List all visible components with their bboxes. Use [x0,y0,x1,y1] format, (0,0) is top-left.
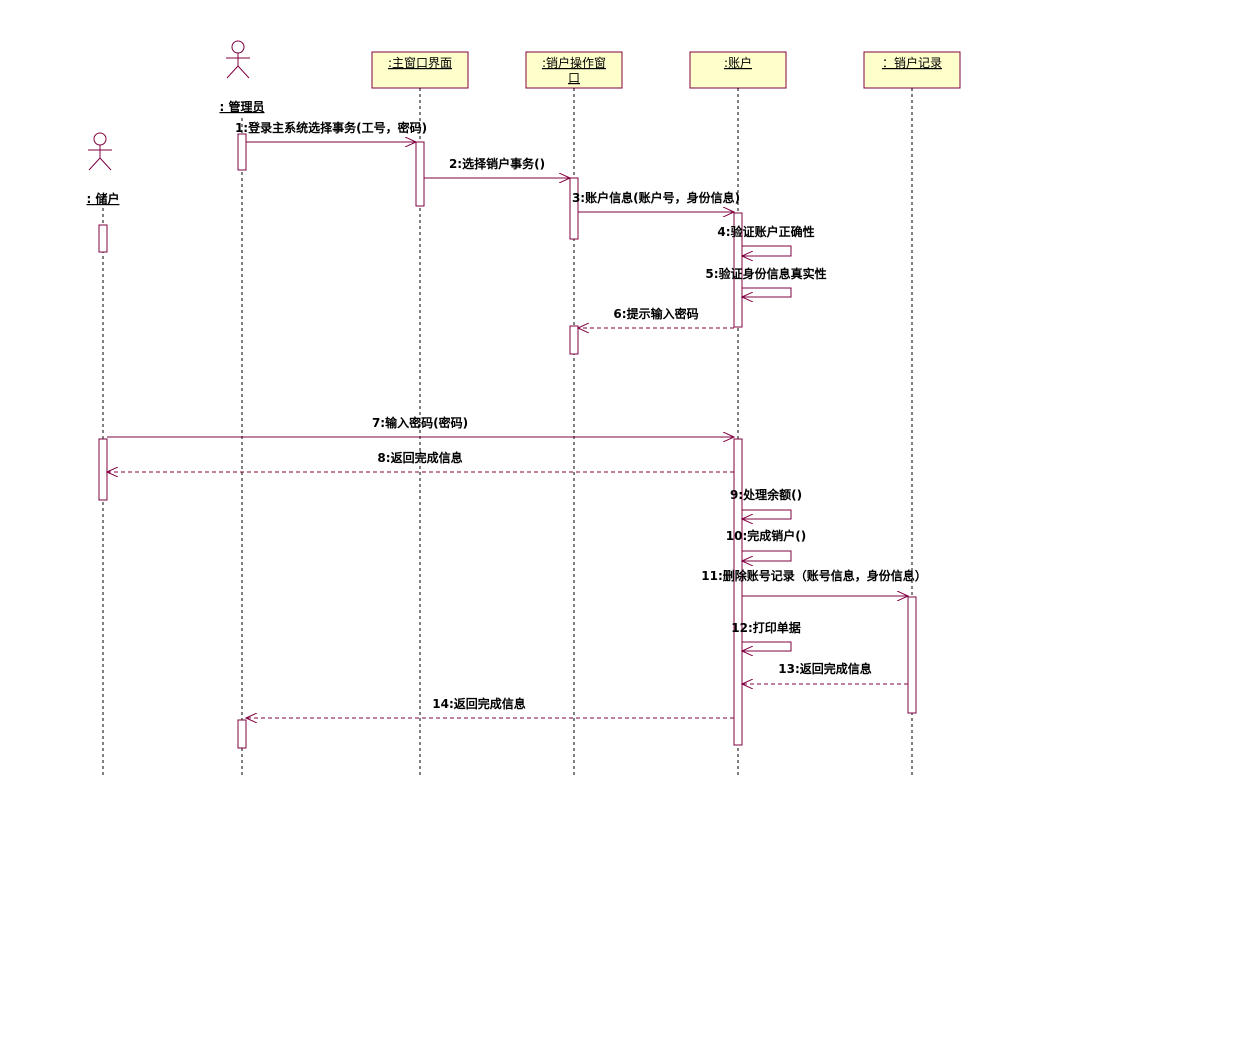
activation-admin-2 [237,719,247,749]
activation-account-2 [733,438,743,746]
message-4-arrow[interactable] [742,245,792,256]
activation-depositor-1 [98,224,108,253]
object-close-record-label: ：销户记录 [882,55,942,70]
actor-admin[interactable]: : 管理员 [220,40,265,114]
message-1-label: 1:登录主系统选择事务(工号，密码) [235,120,427,135]
stick-figure-icon [226,40,250,79]
activation-depositor-2 [98,438,108,501]
message-10-label: 10:完成销户() [726,528,806,543]
object-main-window[interactable]: :主窗口界面 [371,51,469,89]
message-10-arrow[interactable] [742,550,792,561]
message-3-label: 3:账户信息(账户号，身份信息) [572,190,740,205]
message-5-arrow[interactable] [742,287,792,297]
actor-depositor[interactable]: : 储户 [87,132,120,206]
message-12-arrow[interactable] [742,641,792,651]
object-account-label: :账户 [724,55,752,70]
activation-close-window-1 [569,177,579,240]
message-2-label: 2:选择销户事务() [449,156,545,171]
activation-main-window-1 [415,141,425,207]
message-13-label: 13:返回完成信息 [778,661,872,676]
message-12-label: 12:打印单据 [731,620,801,635]
object-account[interactable]: :账户 [689,51,787,89]
activation-close-record-1 [907,596,917,714]
actor-depositor-label: : 储户 [87,191,120,206]
message-7-label: 7:输入密码(密码) [372,415,468,430]
message-4-label: 4:验证账户正确性 [717,224,814,239]
object-close-window[interactable]: :销户操作窗 口 [525,51,623,89]
object-main-window-label: :主窗口界面 [388,56,452,70]
message-11-label: 11:删除账号记录（账号信息，身份信息） [701,568,927,583]
object-close-window-label-1: :销户操作窗 [542,55,606,70]
message-9-label: 9:处理余额() [730,487,802,502]
message-14-label: 14:返回完成信息 [432,696,526,711]
message-9-arrow[interactable] [742,509,792,519]
actor-admin-label: : 管理员 [220,99,265,114]
message-8-label: 8:返回完成信息 [377,450,462,465]
activation-close-window-2 [569,325,579,355]
message-6-label: 6:提示输入密码 [613,306,698,321]
object-close-window-label-2: 口 [568,71,580,85]
activation-admin-1 [237,133,247,171]
object-close-record[interactable]: ：销户记录 [863,51,961,89]
activation-account-1 [733,212,743,328]
stick-figure-icon [88,132,112,171]
message-5-label: 5:验证身份信息真实性 [705,266,826,281]
